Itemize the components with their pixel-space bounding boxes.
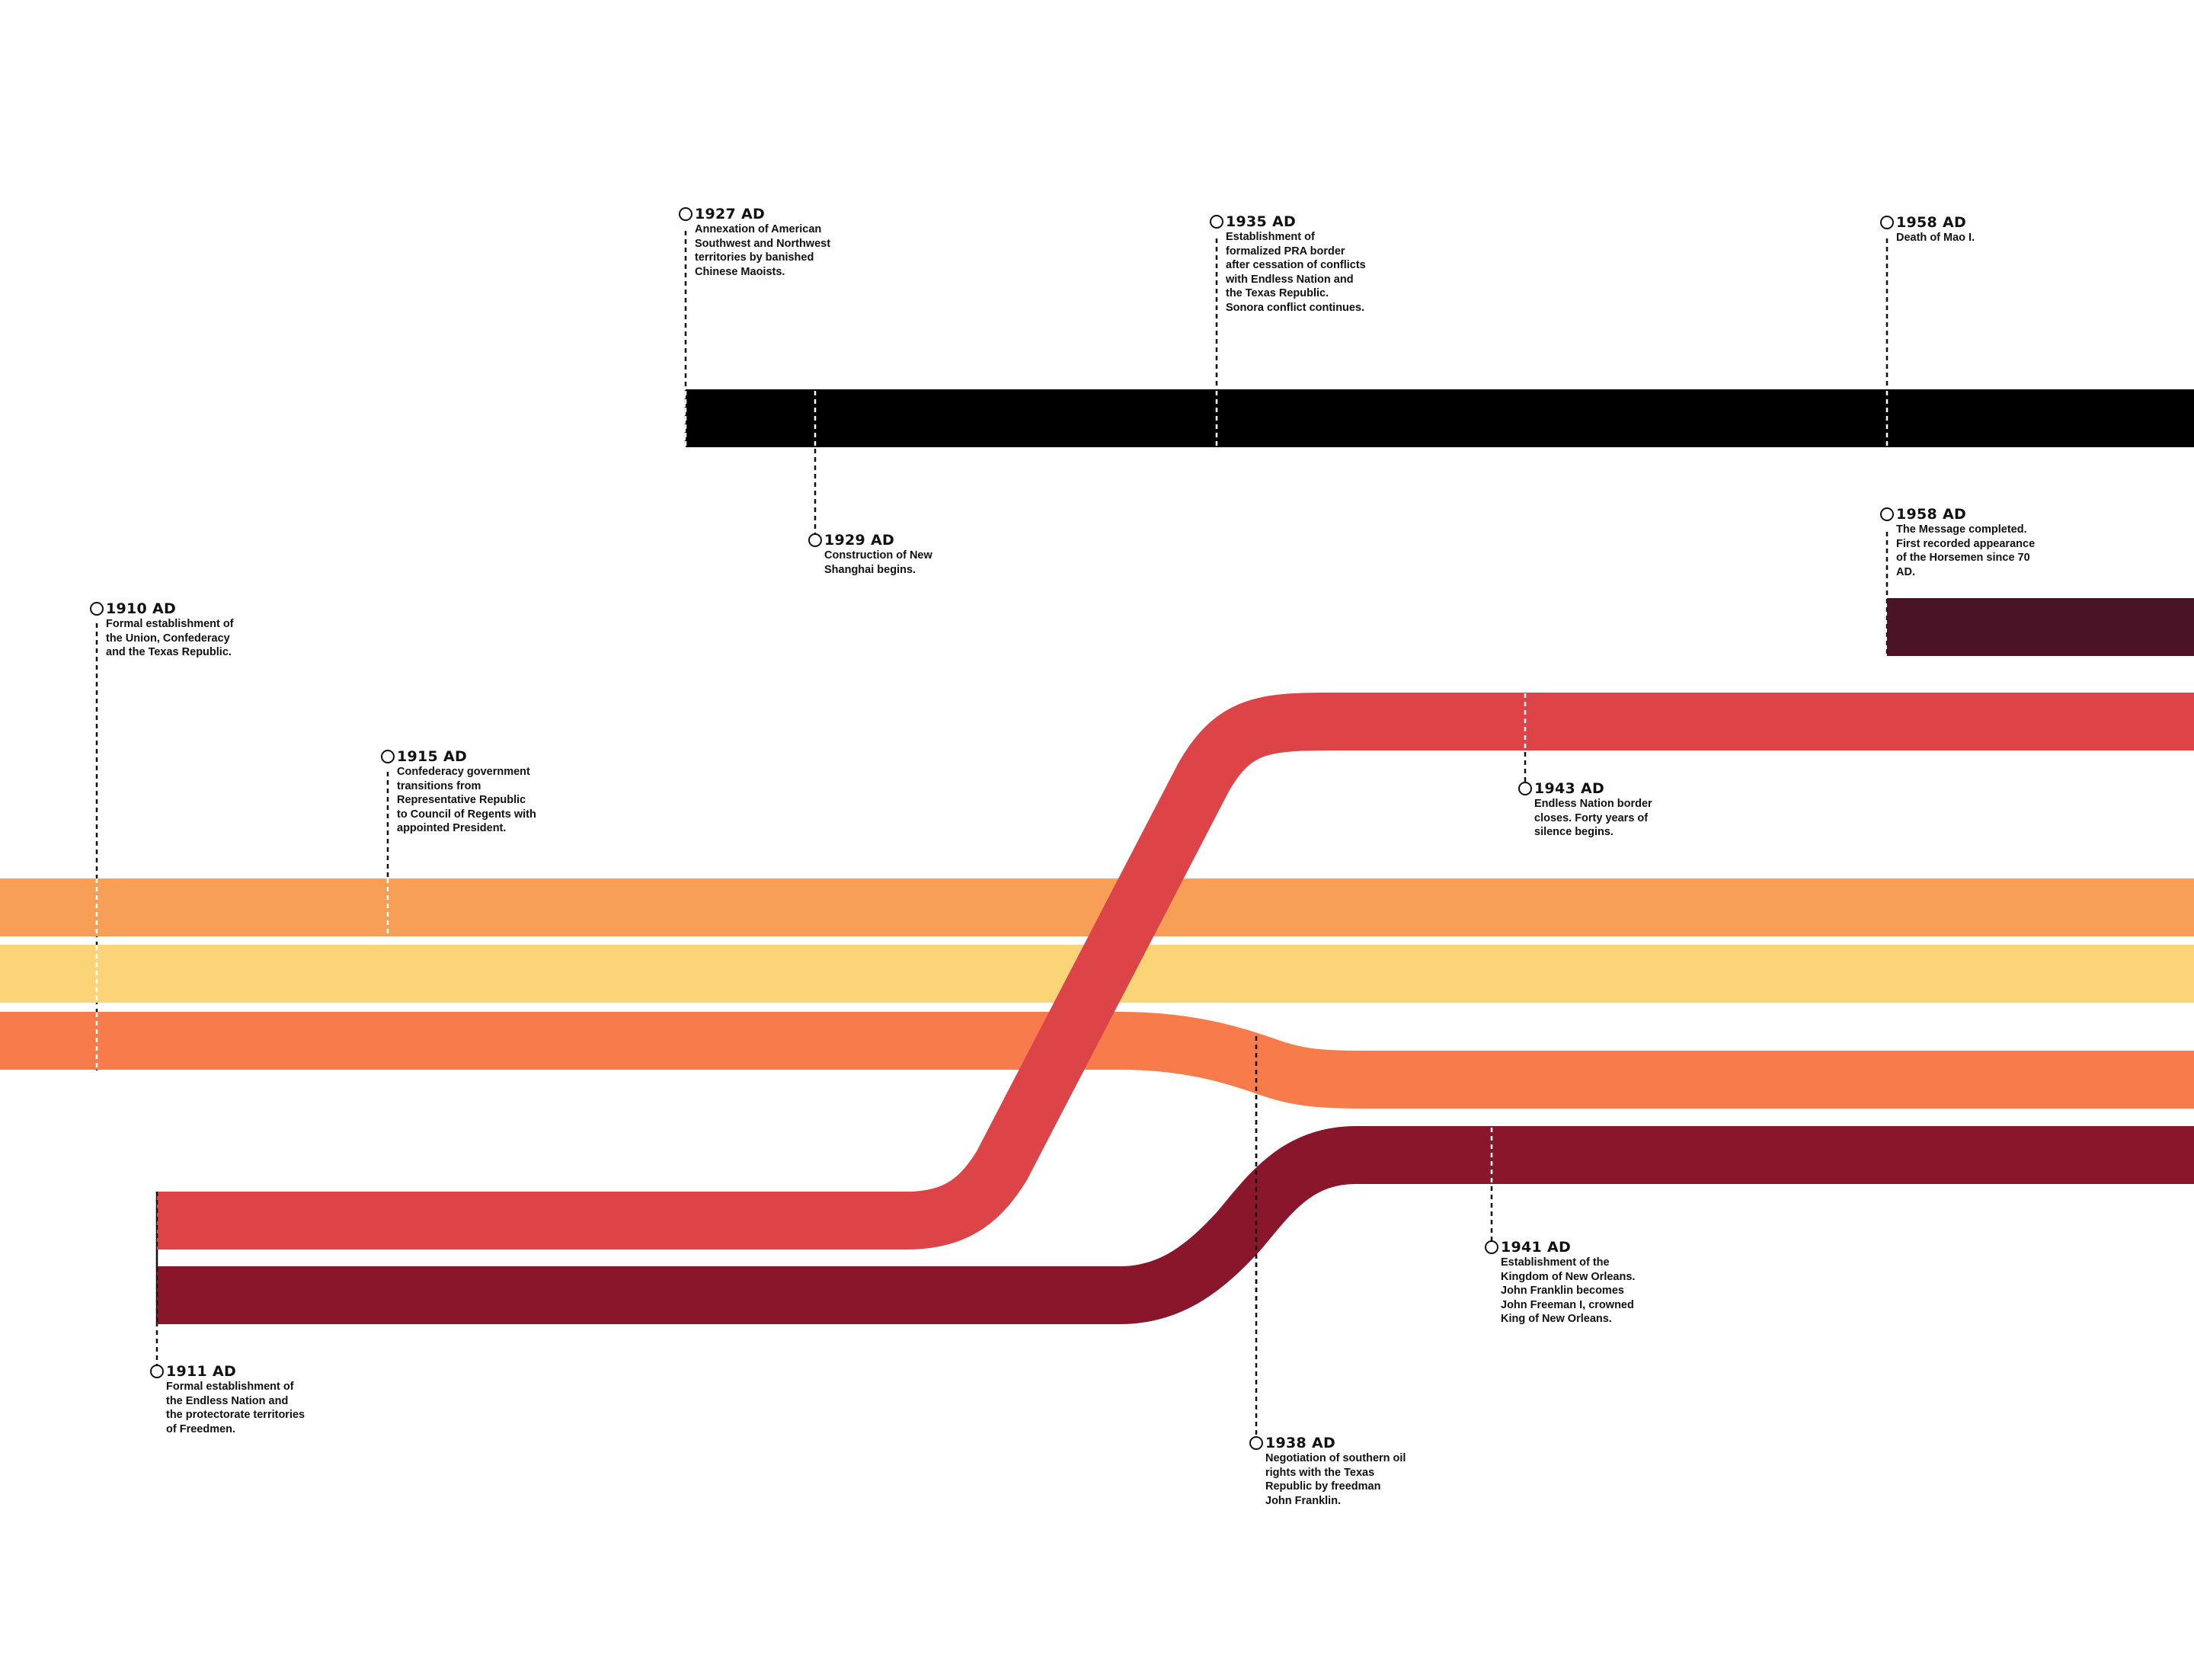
event-1958-death-of-mao: 1958 AD Death of Mao I.: [1880, 214, 2078, 245]
event-description: Annexation of American Southwest and Nor…: [695, 223, 831, 278]
circle-marker-icon: [150, 1365, 164, 1378]
event-year: 1958 AD: [1896, 506, 1967, 523]
event-1941: 1941 AD Establishment of the Kingdom of …: [1485, 1239, 1683, 1326]
band-coral: [0, 1012, 2194, 1109]
circle-marker-icon: [90, 602, 104, 616]
event-year: 1941 AD: [1501, 1239, 1572, 1256]
event-description: The Message completed. First recorded ap…: [1896, 523, 2036, 578]
event-year: 1915 AD: [397, 748, 468, 765]
event-description: Formal establishment of the Union, Confe…: [106, 618, 234, 658]
event-1958-message: 1958 AD The Message completed. First rec…: [1880, 506, 2078, 579]
band-black: [686, 389, 2194, 447]
event-year: 1911 AD: [166, 1363, 237, 1380]
event-year: 1910 AD: [106, 600, 177, 617]
event-year: 1927 AD: [695, 206, 766, 222]
band-plum: [1887, 598, 2194, 656]
event-1943: 1943 AD Endless Nation border closes. Fo…: [1518, 780, 1716, 840]
circle-marker-icon: [1880, 216, 1894, 229]
circle-marker-icon: [381, 750, 395, 763]
event-description: Establishment of the Kingdom of New Orle…: [1501, 1256, 1636, 1325]
event-description: Endless Nation border closes. Forty year…: [1534, 798, 1652, 838]
timeline-bands: [0, 389, 2194, 1324]
event-description: Establishment of formalized PRA border a…: [1226, 231, 1366, 314]
connector-lines-overlay: [95, 391, 1889, 1324]
event-1915: 1915 AD Confederacy government transitio…: [381, 748, 579, 836]
event-1938: 1938 AD Negotiation of southern oil righ…: [1249, 1435, 1447, 1508]
circle-marker-icon: [1518, 782, 1532, 795]
event-1927: 1927 AD Annexation of American Southwest…: [679, 206, 877, 279]
event-description: Formal establishment of the Endless Nati…: [166, 1381, 305, 1435]
circle-marker-icon: [1485, 1240, 1498, 1254]
event-year: 1935 AD: [1226, 213, 1297, 230]
circle-marker-icon: [1210, 215, 1223, 229]
event-description: Death of Mao I.: [1896, 232, 1975, 244]
event-year: 1929 AD: [824, 532, 895, 549]
circle-marker-icon: [1880, 507, 1894, 521]
circle-marker-icon: [679, 207, 692, 221]
event-year: 1958 AD: [1896, 214, 1967, 231]
event-1911: 1911 AD Formal establishment of the Endl…: [150, 1363, 348, 1436]
circle-marker-icon: [1249, 1436, 1263, 1450]
event-description: Construction of New Shanghai begins.: [824, 549, 932, 576]
band-red: [157, 693, 2194, 1250]
event-description: Confederacy government transitions from …: [397, 766, 536, 834]
circle-marker-icon: [808, 533, 822, 547]
event-1935: 1935 AD Establishment of formalized PRA …: [1210, 213, 1408, 315]
event-1910: 1910 AD Formal establishment of the Unio…: [90, 600, 288, 660]
event-year: 1943 AD: [1534, 780, 1605, 797]
event-year: 1938 AD: [1265, 1435, 1336, 1451]
event-description: Negotiation of southern oil rights with …: [1265, 1452, 1406, 1507]
band-maroon: [157, 1126, 2194, 1324]
event-1929: 1929 AD Construction of New Shanghai beg…: [808, 532, 1006, 577]
